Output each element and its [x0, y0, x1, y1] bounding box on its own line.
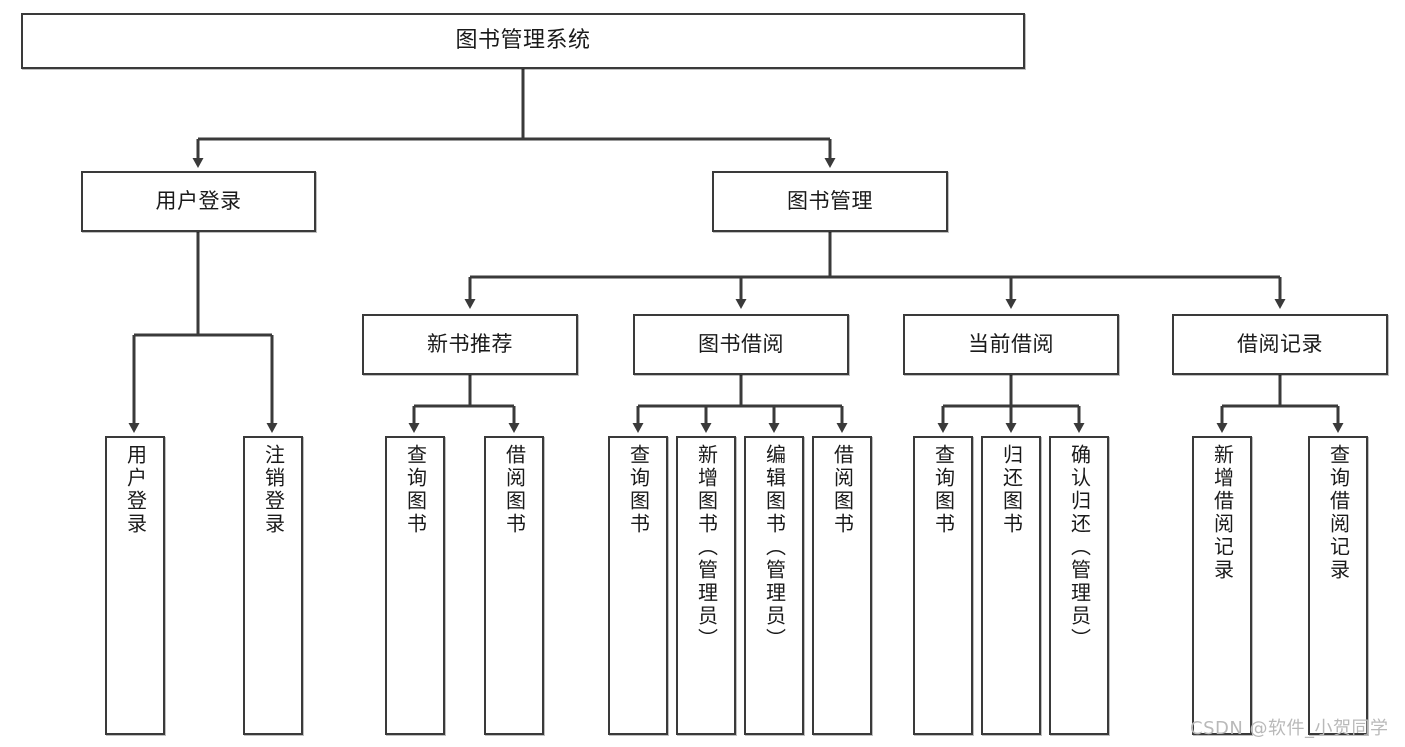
node-book-management-label: 图书管理 [787, 189, 873, 214]
node-leaf-user-login-label: 用户登录 [123, 444, 148, 536]
node-user-login[interactable]: 用户登录 [81, 171, 316, 232]
node-leaf-logout-login[interactable]: 注销登录 [243, 436, 303, 735]
node-leaf-query-book-2-label: 查询图书 [626, 444, 651, 536]
node-leaf-add-book[interactable]: 新增图书（管理员） [676, 436, 736, 735]
node-leaf-confirm-return[interactable]: 确认归还（管理员） [1049, 436, 1109, 735]
node-leaf-edit-book-label: 编辑图书（管理员） [762, 444, 787, 651]
node-book-borrow[interactable]: 图书借阅 [633, 314, 849, 375]
node-leaf-add-borrow-record-label: 新增借阅记录 [1210, 444, 1235, 582]
node-book-management[interactable]: 图书管理 [712, 171, 948, 232]
node-user-login-label: 用户登录 [155, 189, 242, 214]
node-leaf-return-book[interactable]: 归还图书 [981, 436, 1041, 735]
node-current-borrow-label: 当前借阅 [968, 332, 1054, 357]
node-new-book-recommend-label: 新书推荐 [427, 332, 513, 357]
node-leaf-return-book-label: 归还图书 [999, 444, 1024, 536]
node-root[interactable]: 图书管理系统 [21, 13, 1025, 69]
watermark-label: CSDN @软件_小贺同学 [1190, 718, 1389, 739]
node-leaf-borrow-book-1[interactable]: 借阅图书 [484, 436, 544, 735]
node-current-borrow[interactable]: 当前借阅 [903, 314, 1119, 375]
node-leaf-user-login[interactable]: 用户登录 [105, 436, 165, 735]
node-leaf-query-borrow-record[interactable]: 查询借阅记录 [1308, 436, 1368, 735]
node-leaf-borrow-book-1-label: 借阅图书 [502, 444, 527, 536]
node-book-borrow-label: 图书借阅 [698, 332, 784, 357]
node-leaf-query-borrow-record-label: 查询借阅记录 [1326, 444, 1351, 582]
node-borrow-record[interactable]: 借阅记录 [1172, 314, 1388, 375]
node-leaf-borrow-book-2-label: 借阅图书 [830, 444, 855, 536]
node-leaf-query-book-1[interactable]: 查询图书 [385, 436, 445, 735]
node-root-label: 图书管理系统 [455, 28, 591, 54]
node-leaf-query-book-3-label: 查询图书 [931, 444, 956, 536]
node-borrow-record-label: 借阅记录 [1237, 332, 1323, 357]
node-leaf-borrow-book-2[interactable]: 借阅图书 [812, 436, 872, 735]
node-leaf-query-book-3[interactable]: 查询图书 [913, 436, 973, 735]
node-leaf-add-book-label: 新增图书（管理员） [694, 444, 719, 651]
node-leaf-logout-login-label: 注销登录 [261, 444, 286, 536]
node-leaf-confirm-return-label: 确认归还（管理员） [1067, 444, 1092, 651]
node-leaf-query-book-2[interactable]: 查询图书 [608, 436, 668, 735]
node-new-book-recommend[interactable]: 新书推荐 [362, 314, 578, 375]
node-leaf-edit-book[interactable]: 编辑图书（管理员） [744, 436, 804, 735]
node-leaf-query-book-1-label: 查询图书 [403, 444, 428, 536]
node-leaf-add-borrow-record[interactable]: 新增借阅记录 [1192, 436, 1252, 735]
